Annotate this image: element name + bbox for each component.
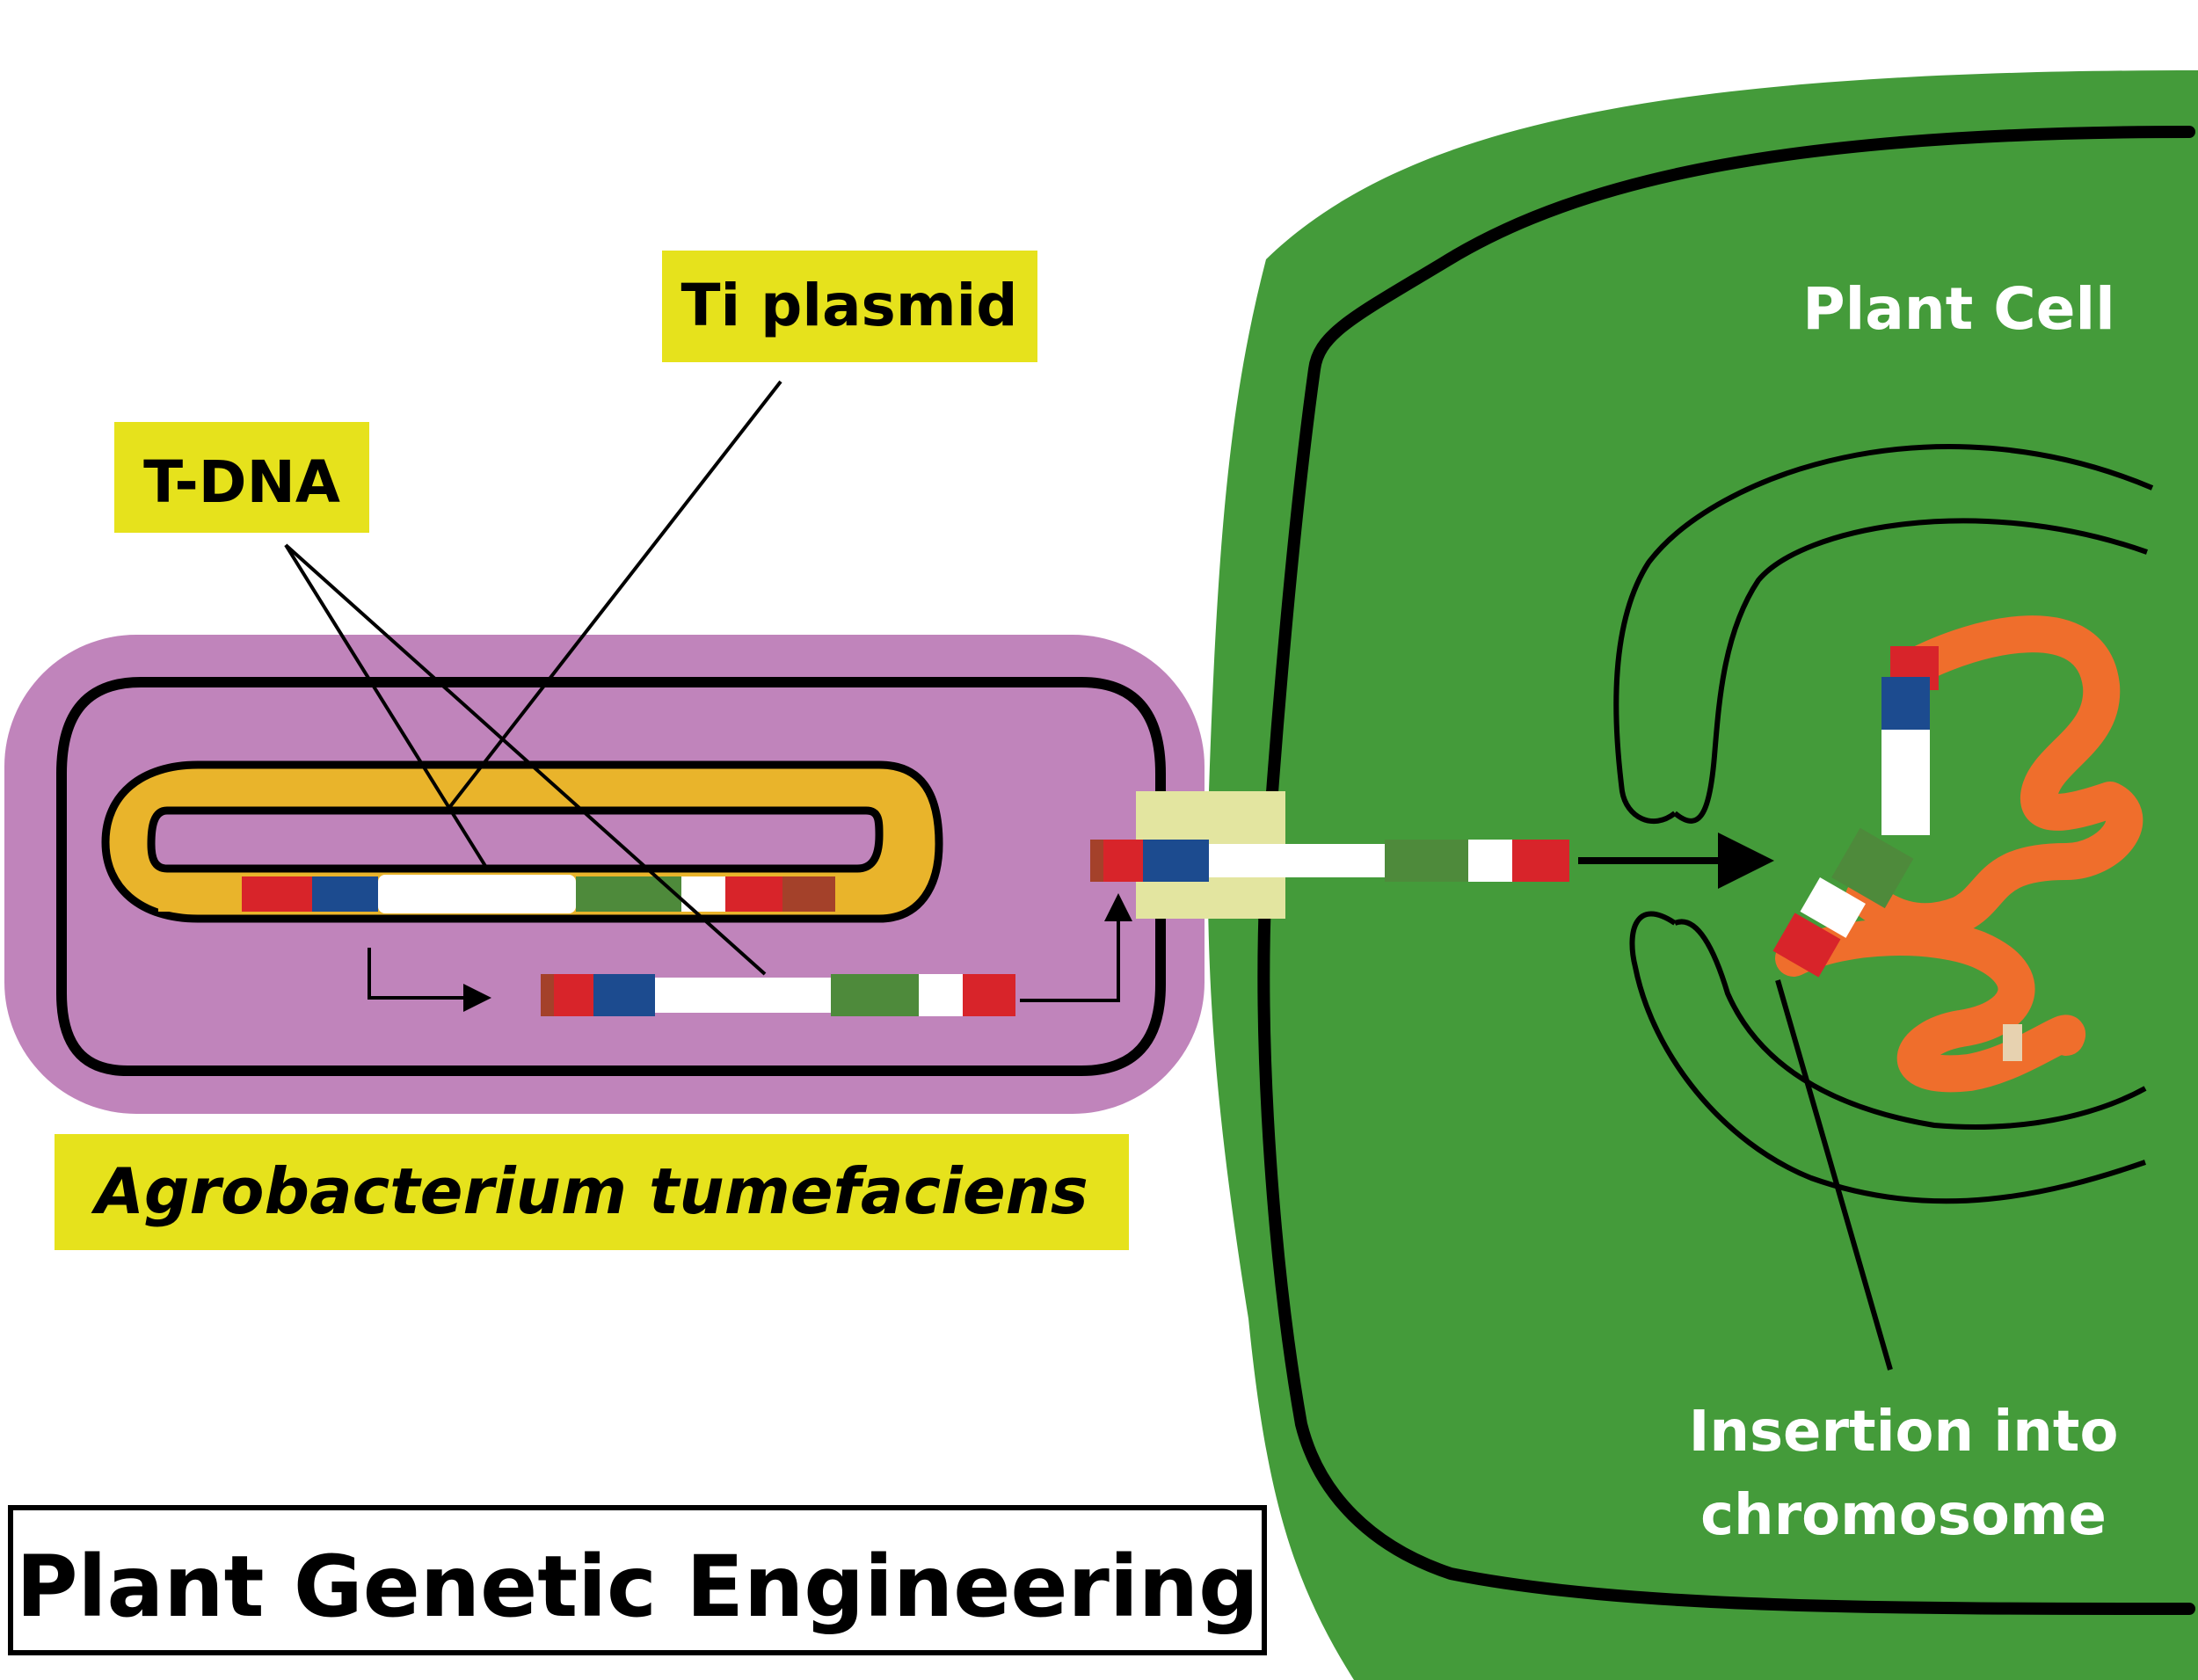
insertion-label-line2: chromosome [1700, 1483, 2107, 1548]
t-dna-label-bg [114, 422, 369, 533]
organism-label-bg [55, 1134, 1129, 1250]
agrobacterium-cell [4, 635, 1205, 1114]
ti-plasmid-label-bg [662, 251, 1037, 362]
t-dna-label: T-DNA [143, 448, 340, 516]
t-dna-segment-on-plasmid [158, 875, 835, 913]
nuclear-envelope-inner-top [1673, 518, 2149, 824]
nuclear-envelope-outer-top [1613, 444, 2154, 825]
ti-plasmid-label: Ti plasmid [681, 272, 1018, 339]
plant-cell-label: Plant Cell [1802, 275, 2115, 343]
page-title: Plant Genetic Engineering [16, 1538, 1259, 1636]
nuclear-envelope-inner-bottom [1673, 919, 2147, 1130]
title-box [8, 1505, 1267, 1655]
plant-cell-wall [1207, 70, 2198, 1680]
transferred-t-dna [1090, 840, 1569, 882]
bacterium-membrane [56, 677, 1166, 1076]
excised-t-dna [541, 974, 1015, 1016]
t-dna-pointer-1 [284, 543, 487, 868]
chromosome [1772, 615, 2143, 1093]
nuclear-envelope-outer-bottom [1629, 911, 2146, 1204]
insertion-pointer-line [1775, 979, 1893, 1371]
export-arrow [1020, 893, 1132, 1002]
ti-plasmid-inner [147, 806, 884, 873]
t-dna-pointer-2 [284, 543, 767, 976]
ti-plasmid-pointer [447, 380, 782, 811]
chromosome-body [1775, 615, 2143, 1093]
organism-label: Agrobacterium tumefaciens [91, 1154, 1088, 1228]
excision-arrow [368, 948, 491, 1012]
insertion-label-line1: Insertion into [1689, 1400, 2119, 1465]
